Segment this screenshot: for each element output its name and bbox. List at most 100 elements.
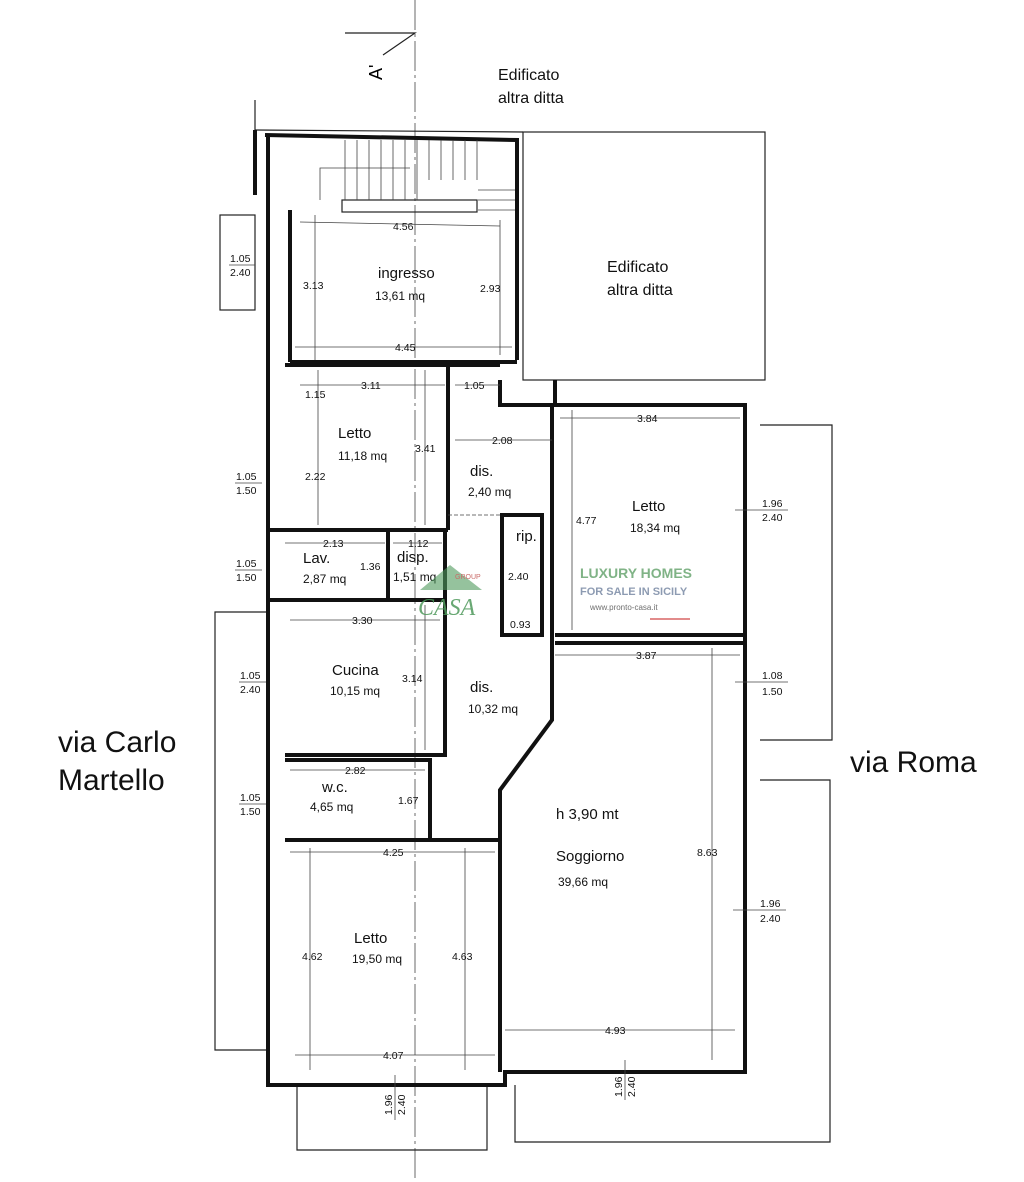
svg-text:1.96: 1.96 [383,1094,395,1115]
svg-text:1.50: 1.50 [236,485,257,497]
svg-text:3.13: 3.13 [303,280,324,292]
room-dis-2: dis. 10,32 mq [468,679,518,716]
dimension-labels: 4.56 3.13 2.93 4.45 3.11 1.05 1.15 3.41 … [302,221,718,1062]
room-letto-2: Letto 18,34 mq [630,498,680,535]
svg-text:1.08: 1.08 [762,670,783,682]
svg-text:Letto: Letto [632,498,665,515]
svg-text:Cucina: Cucina [332,662,379,679]
balconies [214,214,833,1151]
svg-text:2,87 mq: 2,87 mq [303,572,346,586]
svg-text:3.87: 3.87 [636,650,657,662]
svg-text:dis.: dis. [470,463,493,480]
svg-text:FOR SALE IN SICILY: FOR SALE IN SICILY [580,586,688,598]
svg-text:2.22: 2.22 [305,471,326,483]
svg-text:Edificato: Edificato [607,259,668,276]
window-labels: 1.05 2.40 1.05 1.50 1.05 1.50 1.05 2.40 1.05… [229,253,788,1120]
svg-text:1.05: 1.05 [464,380,485,392]
svg-text:A': A' [366,65,386,80]
svg-text:10,15 mq: 10,15 mq [330,684,380,698]
room-soggiorno: h 3,90 mt Soggiorno 39,66 mq [556,806,624,889]
svg-text:2.40: 2.40 [626,1076,638,1097]
svg-text:LUXURY HOMES: LUXURY HOMES [580,565,692,581]
svg-text:11,18 mq: 11,18 mq [338,449,387,463]
svg-text:3.11: 3.11 [361,380,381,392]
svg-text:Soggiorno: Soggiorno [556,848,624,865]
svg-text:2.40: 2.40 [396,1094,408,1115]
svg-text:1.05: 1.05 [236,471,257,483]
svg-text:altra ditta: altra ditta [607,282,673,299]
svg-text:2.13: 2.13 [323,538,344,550]
svg-text:disp.: disp. [397,549,429,566]
svg-text:4,65 mq: 4,65 mq [310,800,353,814]
svg-text:4.45: 4.45 [395,342,416,354]
svg-text:2.93: 2.93 [480,283,501,295]
svg-text:Letto: Letto [354,930,387,947]
svg-text:1.05: 1.05 [230,253,251,265]
svg-text:3.41: 3.41 [415,443,436,455]
svg-text:19,50 mq: 19,50 mq [352,952,402,966]
room-letto-3: Letto 19,50 mq [352,930,402,966]
street-label-right: via Roma [850,746,977,779]
svg-text:2,40 mq: 2,40 mq [468,485,511,499]
svg-text:4.63: 4.63 [452,951,473,963]
svg-text:3.14: 3.14 [402,673,423,685]
svg-text:3.30: 3.30 [352,615,373,627]
neighbor-label: altra ditta [498,90,564,107]
svg-text:1.15: 1.15 [305,389,326,401]
street-label-left: via Carlo [58,726,176,759]
svg-text:CASA: CASA [418,595,476,621]
svg-text:1.96: 1.96 [760,898,781,910]
svg-text:1.50: 1.50 [240,806,261,818]
svg-text:GROUP: GROUP [455,574,481,581]
svg-text:dis.: dis. [470,679,493,696]
svg-text:2.82: 2.82 [345,765,366,777]
svg-text:18,34 mq: 18,34 mq [630,521,680,535]
svg-text:1.05: 1.05 [236,558,257,570]
svg-text:2.40: 2.40 [240,684,261,696]
svg-text:3.84: 3.84 [637,413,658,425]
watermark-logo: CASA GROUP LUXURY HOMES FOR SALE IN SICI… [418,565,692,621]
street-label-left: Martello [58,764,165,797]
svg-text:1.96: 1.96 [762,498,783,510]
svg-text:1,51 mq: 1,51 mq [393,570,436,584]
walls [253,100,747,1087]
room-ripostiglio: rip. [516,528,537,545]
room-wc: w.c. 4,65 mq [310,779,353,814]
svg-text:39,66 mq: 39,66 mq [558,875,608,889]
svg-text:1.05: 1.05 [240,792,261,804]
svg-text:Letto: Letto [338,425,371,442]
svg-text:2.40: 2.40 [508,571,529,583]
svg-text:www.pronto-casa.it: www.pronto-casa.it [589,603,658,612]
svg-text:4.77: 4.77 [576,515,597,527]
svg-text:2.08: 2.08 [492,435,513,447]
svg-text:1.50: 1.50 [236,572,257,584]
svg-text:2.40: 2.40 [230,267,251,279]
svg-text:Lav.: Lav. [303,550,330,567]
svg-text:1.50: 1.50 [762,686,783,698]
svg-text:4.07: 4.07 [383,1050,404,1062]
svg-text:8.63: 8.63 [697,847,718,859]
room-dis-1: dis. 2,40 mq [468,463,511,499]
room-dispensa: disp. 1,51 mq [393,549,436,584]
svg-text:2.40: 2.40 [760,913,781,925]
svg-text:10,32 mq: 10,32 mq [468,702,518,716]
room-letto-1: Letto 11,18 mq [338,425,387,463]
neighbor-building [522,131,766,381]
svg-text:1.96: 1.96 [613,1076,625,1097]
neighbor-label: Edificato [498,67,559,84]
svg-text:1.36: 1.36 [360,561,381,573]
svg-text:w.c.: w.c. [321,779,348,796]
svg-text:4.25: 4.25 [383,847,404,859]
svg-text:ingresso: ingresso [378,265,435,282]
svg-text:13,61 mq: 13,61 mq [375,289,425,303]
svg-text:2.40: 2.40 [762,512,783,524]
svg-text:0.93: 0.93 [510,619,531,631]
section-mark: A' [345,0,417,1182]
room-ingresso: ingresso 13,61 mq [375,265,435,303]
svg-text:4.93: 4.93 [605,1025,626,1037]
room-lavanderia: Lav. 2,87 mq [303,550,346,586]
dimension-lines [285,215,740,1070]
svg-text:1.05: 1.05 [240,670,261,682]
svg-text:h 3,90 mt: h 3,90 mt [556,806,619,823]
